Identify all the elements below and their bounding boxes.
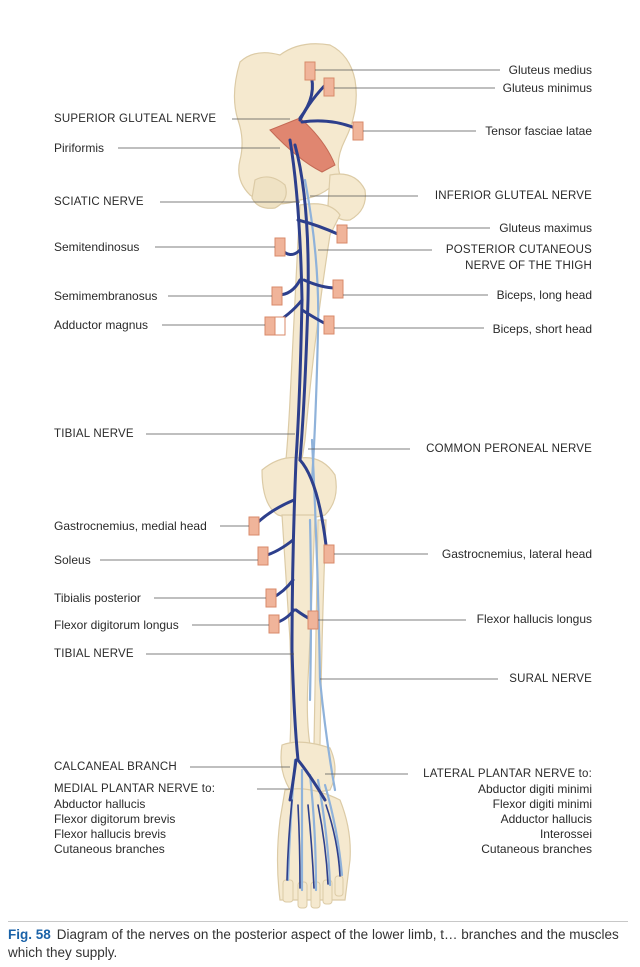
marker-gastrocnemius-medial — [248, 516, 260, 536]
marker-biceps-long — [332, 279, 344, 299]
label-superior-gluteal-nerve: SUPERIOR GLUTEAL NERVE — [54, 113, 217, 125]
femur — [284, 203, 341, 471]
lateral-plantar-item-5: Cutaneous branches — [481, 842, 592, 856]
muscle-markers — [248, 61, 364, 634]
hip-joint — [251, 176, 287, 209]
label-gastrocnemius-medial: Gastrocnemius, medial head — [54, 519, 207, 533]
label-gastrocnemius-lateral: Gastrocnemius, lateral head — [441, 547, 592, 561]
label-tibial-nerve-upper: TIBIAL NERVE — [54, 428, 134, 440]
marker-soleus — [257, 546, 269, 566]
label-adductor-magnus: Adductor magnus — [54, 318, 149, 332]
label-lateral-plantar-nerve: LATERAL PLANTAR NERVE to: — [423, 768, 592, 780]
label-soleus: Soleus — [54, 553, 91, 567]
medial-plantar-item-1: Abductor hallucis — [54, 797, 146, 811]
medial-plantar-item-3: Flexor hallucis brevis — [54, 827, 167, 841]
light-nerves — [286, 178, 344, 892]
label-flexor-hallucis-longus: Flexor hallucis longus — [476, 612, 592, 626]
medial-plantar-item-4: Cutaneous branches — [54, 842, 165, 856]
marker-flexor-hallucis-longus — [307, 610, 319, 630]
label-piriformis: Piriformis — [54, 141, 104, 155]
label-biceps-short: Biceps, short head — [492, 322, 592, 336]
foot-nerves — [286, 799, 341, 889]
label-posterior-cutaneous-2: NERVE OF THE THIGH — [465, 260, 592, 272]
label-medial-plantar-nerve: MEDIAL PLANTAR NERVE to: — [54, 783, 216, 795]
marker-gluteus-medius — [304, 61, 316, 81]
lateral-plantar-item-3: Adductor hallucis — [500, 812, 592, 826]
marker-gastrocnemius-lateral — [323, 544, 335, 564]
label-tensor-fasciae-latae: Tensor fasciae latae — [485, 124, 592, 138]
marker-tibialis-posterior — [265, 588, 277, 608]
label-flexor-digitorum-longus: Flexor digitorum longus — [54, 618, 179, 632]
marker-flexor-digitorum-longus — [268, 614, 280, 634]
bones — [233, 43, 367, 901]
label-tibialis-posterior: Tibialis posterior — [54, 591, 141, 605]
lateral-plantar-item-1: Abductor digiti minimi — [477, 782, 592, 796]
label-semitendinosus: Semitendinosus — [54, 240, 140, 254]
label-gluteus-medius: Gluteus medius — [508, 63, 592, 77]
nerve-diagram — [100, 43, 500, 909]
label-biceps-long: Biceps, long head — [496, 288, 592, 302]
toes — [282, 875, 344, 909]
marker-gluteus-minimus — [323, 77, 335, 97]
figure-caption-text: Diagram of the nerves on the posterior a… — [8, 927, 619, 960]
label-tibial-nerve-lower: TIBIAL NERVE — [54, 648, 134, 660]
label-gluteus-maximus: Gluteus maximus — [499, 221, 592, 235]
label-inferior-gluteal-nerve: INFERIOR GLUTEAL NERVE — [434, 190, 592, 202]
label-common-peroneal-nerve: COMMON PERONEAL NERVE — [426, 443, 592, 455]
figure-number: Fig. 58 — [8, 927, 51, 942]
label-sciatic-nerve: SCIATIC NERVE — [54, 196, 144, 208]
medial-plantar-item-2: Flexor digitorum brevis — [54, 812, 176, 826]
marker-biceps-short — [323, 315, 335, 335]
marker-semitendinosus — [274, 237, 286, 257]
marker-tensor-fasciae-latae — [352, 121, 364, 141]
marker-adductor-magnus-b — [274, 316, 286, 336]
label-sural-nerve: SURAL NERVE — [509, 673, 592, 685]
marker-adductor-magnus-a — [264, 316, 276, 336]
label-semimembranosus: Semimembranosus — [54, 289, 158, 303]
label-gluteus-minimus: Gluteus minimus — [502, 81, 592, 95]
leader-lines — [100, 69, 500, 790]
piriformis-muscle — [269, 117, 336, 173]
marker-semimembranosus — [271, 286, 283, 306]
lateral-plantar-item-4: Interossei — [539, 827, 592, 841]
label-posterior-cutaneous-1: POSTERIOR CUTANEOUS — [445, 244, 592, 256]
label-calcaneal-branch: CALCANEAL BRANCH — [54, 761, 177, 773]
marker-gluteus-maximus — [336, 224, 348, 244]
lateral-plantar-item-2: Flexor digiti minimi — [492, 797, 592, 811]
